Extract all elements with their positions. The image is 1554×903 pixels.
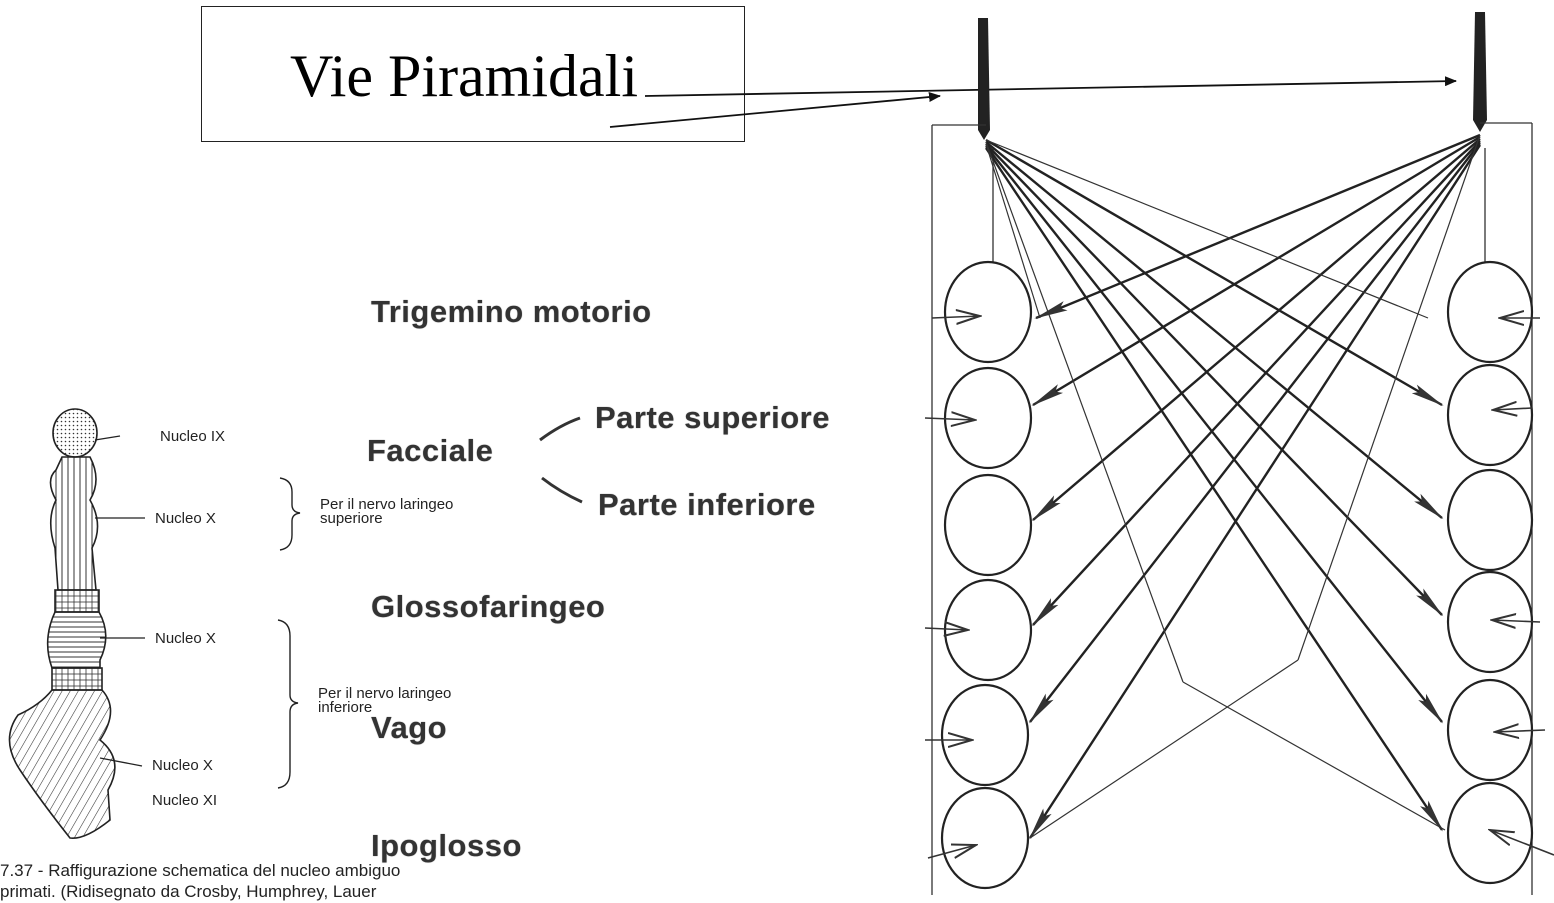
label-ipoglosso: Ipoglosso: [371, 828, 522, 864]
pyramidal-tracts: [978, 12, 1487, 140]
right-nuclei: [1448, 262, 1532, 883]
label-vago: Vago: [371, 710, 447, 746]
label-trigemino-motorio: Trigemino motorio: [371, 294, 652, 330]
nucleus-ambiguus-sketch: [9, 409, 114, 838]
label-laringeo-superiore-2: superiore: [320, 512, 383, 526]
label-nucleo-ix: Nucleo IX: [160, 430, 225, 444]
label-facciale: Facciale: [367, 433, 493, 469]
label-nucleo-x-3: Nucleo X: [152, 759, 213, 773]
title-arrows: [610, 81, 1456, 127]
left-nuclei: [942, 262, 1031, 888]
label-parte-inferiore: Parte inferiore: [598, 487, 816, 523]
label-glossofaringeo: Glossofaringeo: [371, 589, 605, 625]
label-nucleo-x-2: Nucleo X: [155, 632, 216, 646]
caption-line-2: primati. (Ridisegnato da Crosby, Humphre…: [0, 881, 376, 903]
label-nucleo-xi: Nucleo XI: [152, 794, 217, 808]
label-parte-superiore: Parte superiore: [595, 400, 830, 436]
facciale-branches: [540, 418, 582, 502]
label-laringeo-inferiore-2: inferiore: [318, 701, 372, 715]
braces: [278, 478, 300, 788]
caption-line-1: 7.37 - Raffigurazione schematica del nuc…: [0, 860, 400, 882]
label-nucleo-x-1: Nucleo X: [155, 512, 216, 526]
